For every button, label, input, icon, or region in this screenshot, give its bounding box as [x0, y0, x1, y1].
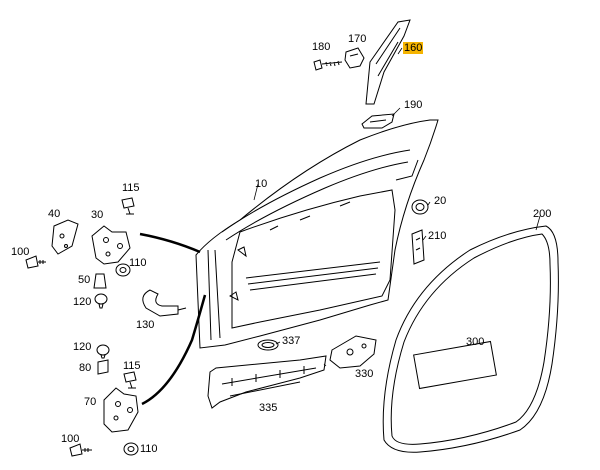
callout-210[interactable]: 210 [428, 230, 447, 242]
callout-110-lower[interactable]: 110 [140, 443, 158, 455]
callout-337[interactable]: 337 [282, 335, 301, 347]
callout-20[interactable]: 20 [434, 195, 447, 207]
callout-160-highlighted[interactable]: 160 [403, 42, 424, 54]
callout-115-upper[interactable]: 115 [122, 182, 140, 194]
cover-part[interactable] [361, 113, 395, 129]
callout-130[interactable]: 130 [136, 319, 155, 331]
callout-335[interactable]: 335 [259, 402, 278, 414]
door-seal-part[interactable] [382, 225, 559, 453]
leader-lines [253, 47, 541, 367]
plug-part[interactable] [411, 199, 429, 215]
callout-10[interactable]: 10 [255, 178, 268, 190]
callout-300[interactable]: 300 [466, 336, 485, 348]
callout-120-upper[interactable]: 120 [73, 296, 92, 308]
nut-part-upper[interactable] [115, 263, 131, 277]
callout-70[interactable]: 70 [84, 396, 97, 408]
screw-part-upper[interactable] [25, 255, 46, 269]
screw-part-lower[interactable] [69, 443, 92, 457]
callout-100-upper[interactable]: 100 [11, 246, 30, 258]
door-stop-part[interactable] [51, 219, 79, 255]
bolt-part-lower[interactable] [123, 371, 137, 389]
lock-part[interactable] [329, 335, 377, 369]
cap-part-lower[interactable] [96, 344, 110, 359]
door-shell-part[interactable] [195, 119, 439, 349]
upper-hinge-part[interactable] [91, 225, 131, 265]
callout-330[interactable]: 330 [355, 368, 374, 380]
window-trim-part[interactable] [365, 19, 411, 105]
nut-part-lower[interactable] [123, 442, 139, 456]
bolt-part-upper[interactable] [121, 197, 135, 215]
callout-120-lower[interactable]: 120 [73, 341, 92, 353]
plate-part[interactable] [411, 229, 425, 265]
sleeve-part[interactable] [93, 273, 107, 289]
cap-part-upper[interactable] [94, 293, 108, 309]
callout-40[interactable]: 40 [48, 208, 61, 220]
callout-30[interactable]: 30 [91, 209, 104, 221]
sleeve-part-lower[interactable] [97, 359, 109, 375]
label-plate-part[interactable] [413, 340, 497, 390]
callout-110-upper[interactable]: 110 [129, 257, 147, 269]
rail-part[interactable] [207, 355, 327, 409]
grommet-part[interactable] [257, 339, 279, 351]
callout-115-lower[interactable]: 115 [123, 360, 141, 372]
check-strap-part[interactable] [142, 289, 187, 317]
assembly-arrows [139, 232, 207, 406]
callout-200[interactable]: 200 [533, 208, 552, 220]
callout-170[interactable]: 170 [348, 33, 367, 45]
lower-hinge-part[interactable] [103, 387, 139, 433]
callout-80[interactable]: 80 [79, 362, 92, 374]
callout-100-lower[interactable]: 100 [61, 433, 80, 445]
clip-part[interactable] [344, 47, 365, 69]
callout-180[interactable]: 180 [312, 41, 331, 53]
screw-part[interactable] [313, 59, 343, 71]
callout-190[interactable]: 190 [404, 99, 423, 111]
callout-50[interactable]: 50 [78, 274, 91, 286]
